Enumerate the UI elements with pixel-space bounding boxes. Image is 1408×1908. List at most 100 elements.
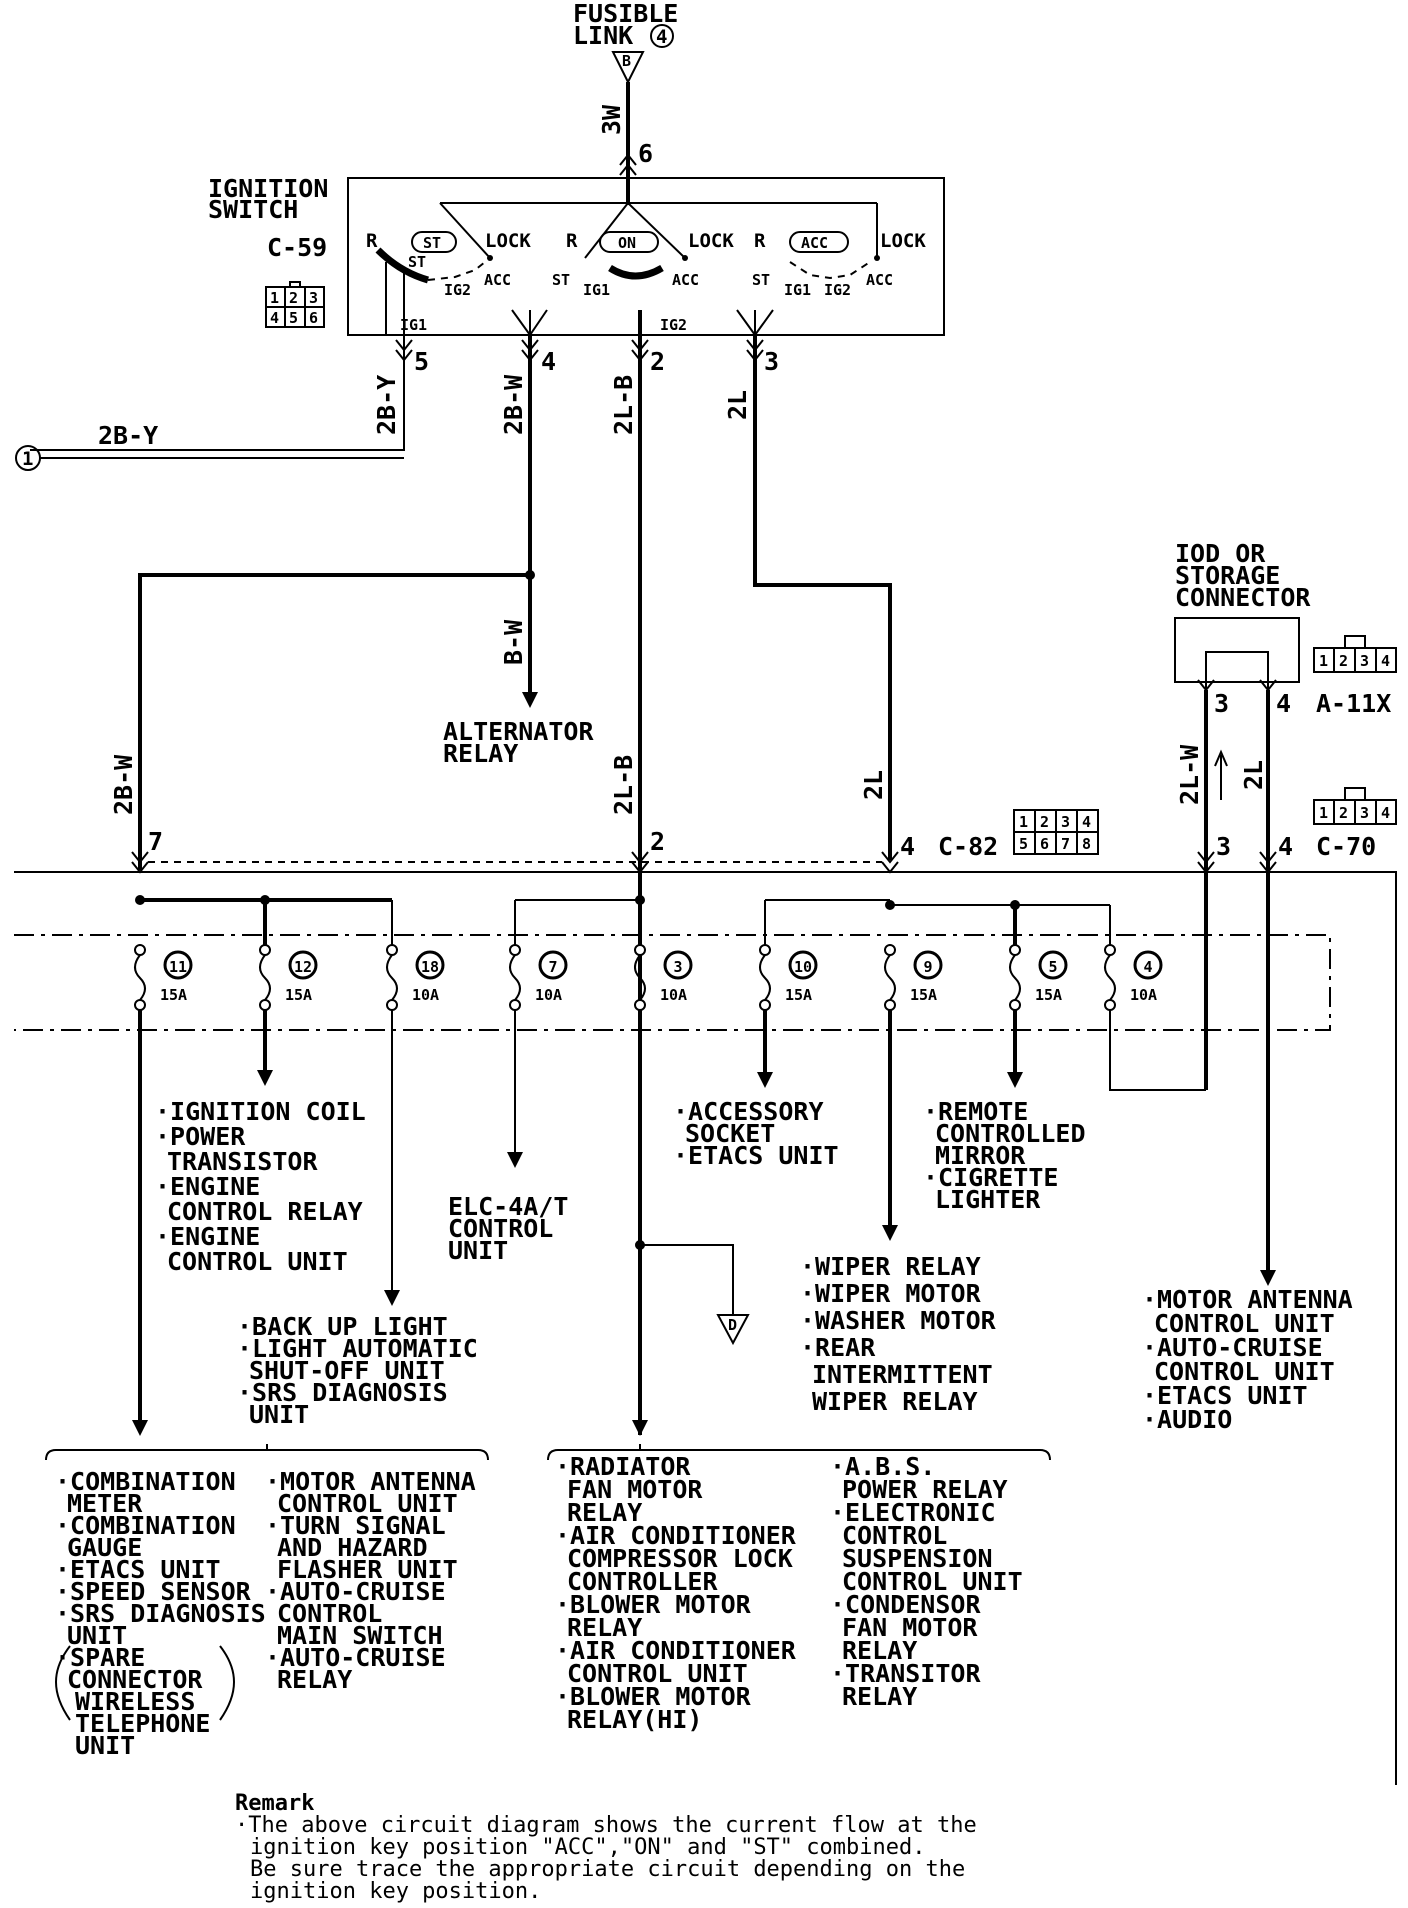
svg-text:4: 4 (270, 309, 279, 327)
svg-text:1: 1 (1019, 813, 1028, 831)
fusible-link-label: FUSIBLE (573, 0, 678, 28)
c82-connector-icon: 1 2 3 4 5 6 7 8 (1013, 809, 1099, 855)
alternator-relay-label: ALTERNATOR (443, 717, 594, 746)
fusible-number: 4 (656, 26, 667, 48)
brace-left (45, 1444, 489, 1461)
fuse-amperage: 10A (1130, 986, 1157, 1004)
junction-dot (885, 900, 895, 910)
svg-text:3: 3 (309, 289, 318, 307)
c70-chevrons (1197, 851, 1277, 874)
svg-text:6: 6 (1040, 835, 1049, 853)
wire-label-2l-iod: 2L (1239, 760, 1268, 790)
remark-line-3: Be sure trace the appropriate circuit de… (250, 1857, 965, 1882)
svg-text:ACC: ACC (801, 234, 828, 252)
svg-text:3: 3 (1061, 813, 1070, 831)
c70-code: C-70 (1316, 832, 1376, 861)
svg-text:IG2: IG2 (444, 281, 471, 299)
fuse-4: 4 10A (1104, 944, 1163, 1011)
paren-right (219, 1645, 236, 1721)
arrow (757, 1072, 773, 1088)
wire-2b-y-to-1 (30, 335, 405, 451)
wire-label-b-w: B-W (499, 619, 528, 665)
fuse-amperage: 10A (660, 986, 687, 1004)
svg-text:1: 1 (1319, 652, 1328, 670)
svg-text:4: 4 (1381, 652, 1390, 670)
arrow (507, 1152, 523, 1168)
svg-text:1: 1 (270, 289, 279, 307)
svg-text:4: 4 (1082, 813, 1091, 831)
arrow (632, 1420, 648, 1436)
iod-label-3: CONNECTOR (1175, 583, 1311, 612)
svg-text:LOCK: LOCK (485, 230, 531, 252)
fuse-number: 12 (294, 958, 312, 976)
svg-text:ACC: ACC (484, 271, 511, 289)
terminal-4: 4 (541, 347, 556, 376)
iod-label-2: STORAGE (1175, 561, 1280, 590)
svg-text:5: 5 (289, 309, 298, 327)
fuse-number: 9 (923, 958, 932, 976)
arrow (1260, 1270, 1276, 1286)
ignition-switch-title: IGNITION (208, 174, 328, 203)
junction-block-outline (14, 871, 1397, 1785)
c82-chevrons (131, 851, 899, 874)
current-direction-arrow (1214, 749, 1228, 800)
iod-jumper (1205, 651, 1269, 690)
fuse-amperage: 15A (1035, 986, 1062, 1004)
ignition-connector-icon: 1 2 3 4 5 6 (265, 281, 325, 328)
svg-text:R: R (566, 230, 578, 252)
wire-label-2l-mid: 2L (859, 770, 888, 800)
fuse-amperage: 15A (910, 986, 937, 1004)
branch-to-d (640, 1244, 734, 1315)
switch-merge-ig2 (511, 309, 548, 337)
junction-dot (635, 895, 645, 905)
fuse-number: 10 (794, 958, 812, 976)
svg-text:1: 1 (1319, 804, 1328, 822)
fuse-amperage: 15A (160, 986, 187, 1004)
remark-line-2: ignition key position "ACC","ON" and "ST… (250, 1835, 926, 1860)
svg-text:7: 7 (1061, 835, 1070, 853)
svg-text:2: 2 (289, 289, 298, 307)
ignition-switch-box (347, 177, 945, 336)
svg-text:ST: ST (552, 271, 570, 289)
switch-terminal-chevrons (395, 339, 764, 362)
svg-text:R: R (754, 230, 766, 252)
svg-text:IG1: IG1 (784, 281, 811, 299)
switch-merge-acc (736, 309, 774, 337)
iod-connector-box (1174, 617, 1300, 683)
svg-text:ST: ST (752, 271, 770, 289)
svg-text:R: R (366, 230, 378, 252)
wire-label-2l-w: 2L-W (1175, 744, 1204, 805)
c82-pin-2: 2 (650, 827, 665, 856)
ignition-switch-title-2: SWITCH (208, 195, 298, 224)
fuse-number: 3 (673, 958, 682, 976)
fuse-3: 3 10A (634, 944, 693, 1011)
svg-text:ACC: ACC (672, 271, 699, 289)
bus-elc (514, 899, 640, 950)
fuse-number: 5 (1048, 958, 1057, 976)
remark-line-1: ·The above circuit diagram shows the cur… (235, 1813, 977, 1838)
load-wiper-group: ·WIPER RELAY·WIPER MOTOR·WASHER MOTOR·RE… (800, 1252, 997, 1416)
fusible-link-triangle (611, 51, 645, 85)
terminal-5: 5 (414, 347, 429, 376)
ig2-label: IG2 (660, 316, 687, 334)
svg-text:3: 3 (1360, 652, 1369, 670)
wire-3w-label: 3W (597, 104, 626, 135)
iod-label: IOD OR (1175, 539, 1266, 568)
wire-label-2l: 2L (723, 390, 752, 420)
c82-code: C-82 (938, 832, 998, 861)
fuse-amperage: 10A (535, 986, 562, 1004)
fuse4-to-iod (1109, 1010, 1206, 1091)
wire-label-2b-w: 2B-W (499, 374, 528, 435)
fuse-number: 4 (1143, 958, 1152, 976)
